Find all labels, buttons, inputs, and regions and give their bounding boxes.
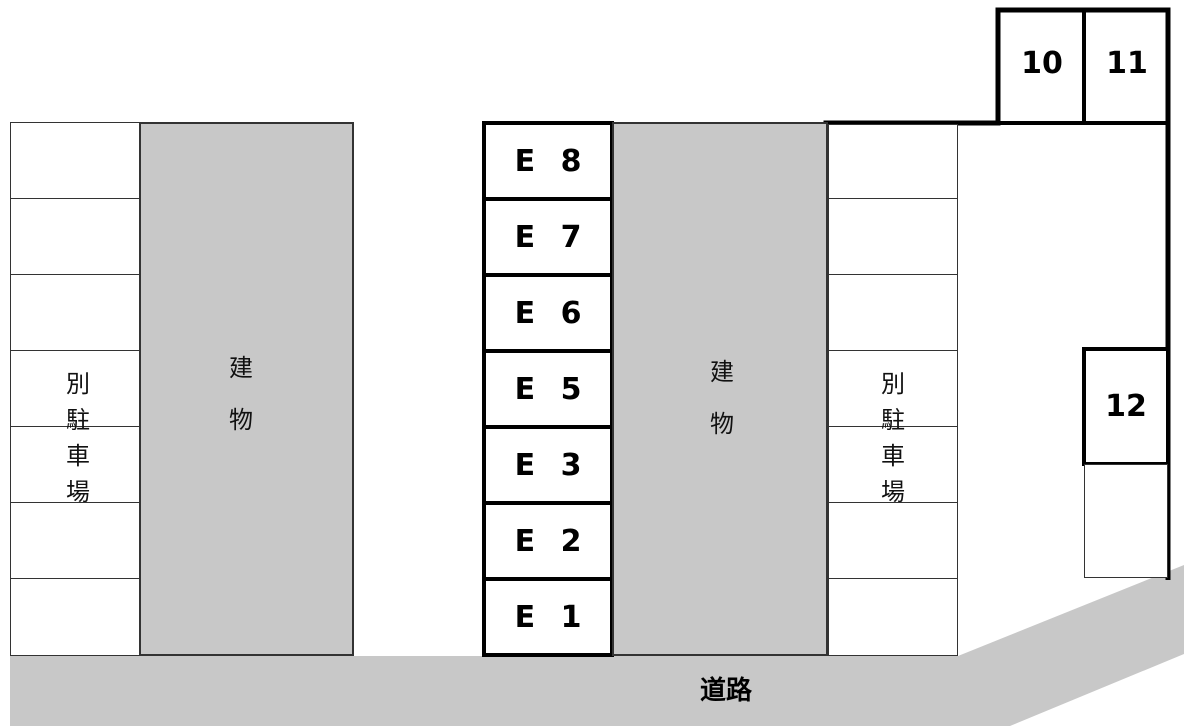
label-char: 別 [66,370,90,398]
parking-space [828,198,958,275]
parking-space [10,122,140,199]
parking-space [828,124,958,199]
left-separate-parking: 別 駐 車 場 [10,122,140,656]
label-char: 駐 [66,406,90,434]
label-char: 駐 [881,406,905,434]
parking-space [10,578,140,656]
label-char: 建 [229,354,253,382]
parking-space [10,426,140,503]
parking-slot-10: 10 [1021,46,1063,81]
label-char: 車 [66,442,90,470]
label-char: 建 [710,358,734,386]
parking-space [828,274,958,351]
label-char: 物 [710,410,734,438]
parking-space [828,426,958,503]
parking-space [10,274,140,351]
left-building: 建 物 [139,122,354,656]
building-label: 建 物 [211,342,271,446]
parking-space [828,578,958,656]
building-label: 建 物 [692,346,752,450]
parking-slot-12: 12 [1082,347,1170,466]
parking-space [10,502,140,579]
parking-space [10,350,140,427]
parking-slot-11: 11 [1106,46,1148,81]
center-building: 建 物 [612,122,828,656]
parking-space [10,198,140,275]
parking-space [828,502,958,579]
separate-parking-label: 別 駐 車 場 [873,366,913,510]
label-char: 場 [66,478,90,506]
label-char: 物 [229,406,253,434]
parking-space [828,350,958,427]
label-char: 車 [881,442,905,470]
parking-space [1084,464,1168,578]
label-char: 場 [881,478,905,506]
road-label: 道路 [699,676,752,706]
separate-parking-label: 別 駐 車 場 [58,366,98,510]
label-char: 別 [881,370,905,398]
right-separate-parking: 別 駐 車 場 [828,124,958,656]
road-surface [10,565,1184,726]
